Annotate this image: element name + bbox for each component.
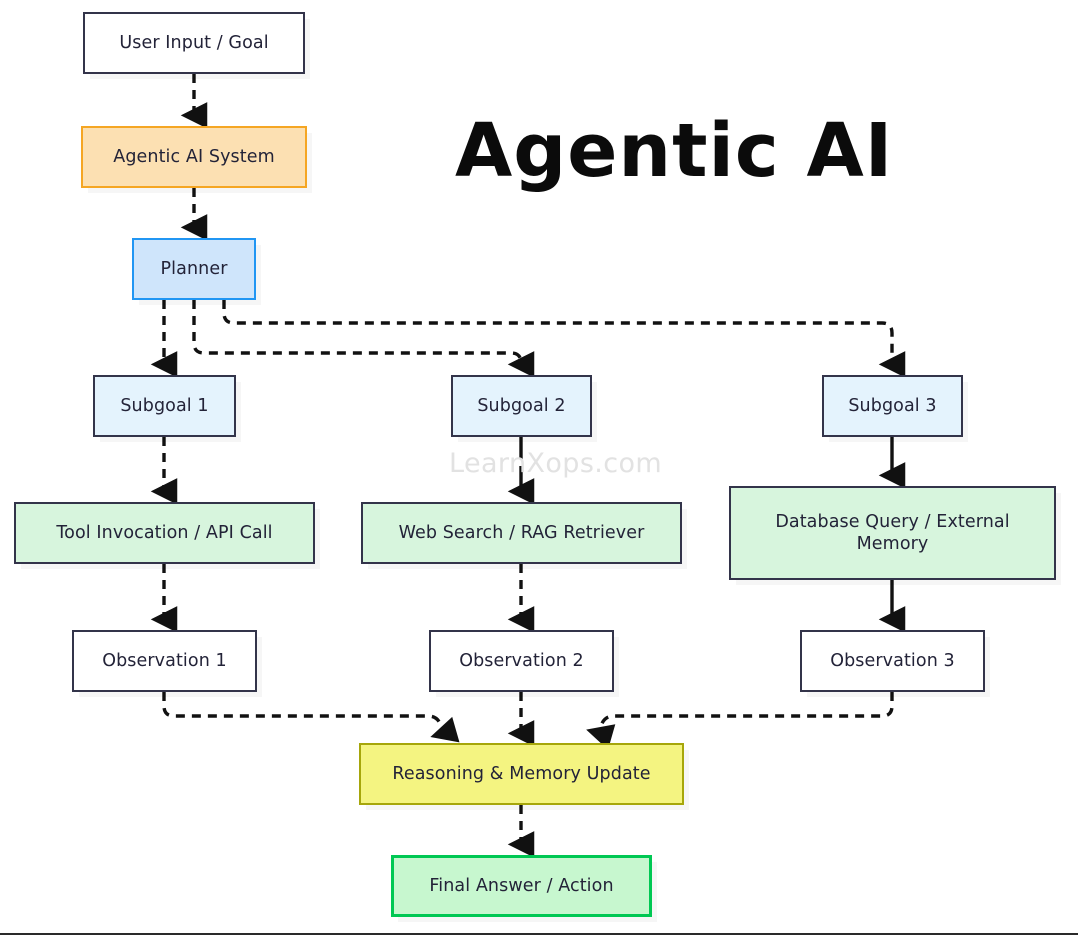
node-subgoal-3-label: Subgoal 3 (848, 395, 937, 416)
node-subgoal-1[interactable]: Subgoal 1 (93, 375, 236, 437)
bottom-divider (0, 933, 1078, 935)
node-subgoal-2-label: Subgoal 2 (477, 395, 566, 416)
node-reasoning-label: Reasoning & Memory Update (392, 763, 651, 784)
node-final-answer[interactable]: Final Answer / Action (391, 855, 652, 917)
node-subgoal-2[interactable]: Subgoal 2 (451, 375, 592, 437)
node-final-answer-label: Final Answer / Action (429, 875, 614, 896)
node-agentic-label: Agentic AI System (113, 146, 275, 167)
node-user-input[interactable]: User Input / Goal (83, 12, 305, 74)
diagram-title: Agentic AI (455, 108, 894, 194)
node-observation-2-label: Observation 2 (459, 650, 584, 671)
node-subgoal-3[interactable]: Subgoal 3 (822, 375, 963, 437)
node-planner[interactable]: Planner (132, 238, 256, 300)
node-observation-2[interactable]: Observation 2 (429, 630, 614, 692)
node-agentic-ai-system[interactable]: Agentic AI System (81, 126, 307, 188)
node-observation-3[interactable]: Observation 3 (800, 630, 985, 692)
watermark-label: LearnXops.com (449, 448, 663, 479)
node-user-input-label: User Input / Goal (119, 32, 269, 53)
node-tool-invocation[interactable]: Tool Invocation / API Call (14, 502, 315, 564)
node-web-search-label: Web Search / RAG Retriever (398, 522, 645, 543)
edge-observation-3-to-reasoning (586, 692, 894, 750)
node-planner-label: Planner (160, 258, 228, 279)
node-subgoal-1-label: Subgoal 1 (120, 395, 209, 416)
node-tool-invocation-label: Tool Invocation / API Call (56, 522, 273, 543)
node-observation-1[interactable]: Observation 1 (72, 630, 257, 692)
edge-planner-to-subgoal-2 (192, 300, 535, 378)
node-observation-3-label: Observation 3 (830, 650, 955, 671)
node-web-search[interactable]: Web Search / RAG Retriever (361, 502, 682, 564)
node-database-query-label: Database Query / External Memory (775, 511, 1010, 554)
node-reasoning-memory-update[interactable]: Reasoning & Memory Update (359, 743, 684, 805)
node-observation-1-label: Observation 1 (102, 650, 227, 671)
edge-planner-to-subgoal-3 (222, 300, 906, 378)
edge-observation-1-to-reasoning (162, 692, 460, 743)
node-database-query[interactable]: Database Query / External Memory (729, 486, 1056, 580)
